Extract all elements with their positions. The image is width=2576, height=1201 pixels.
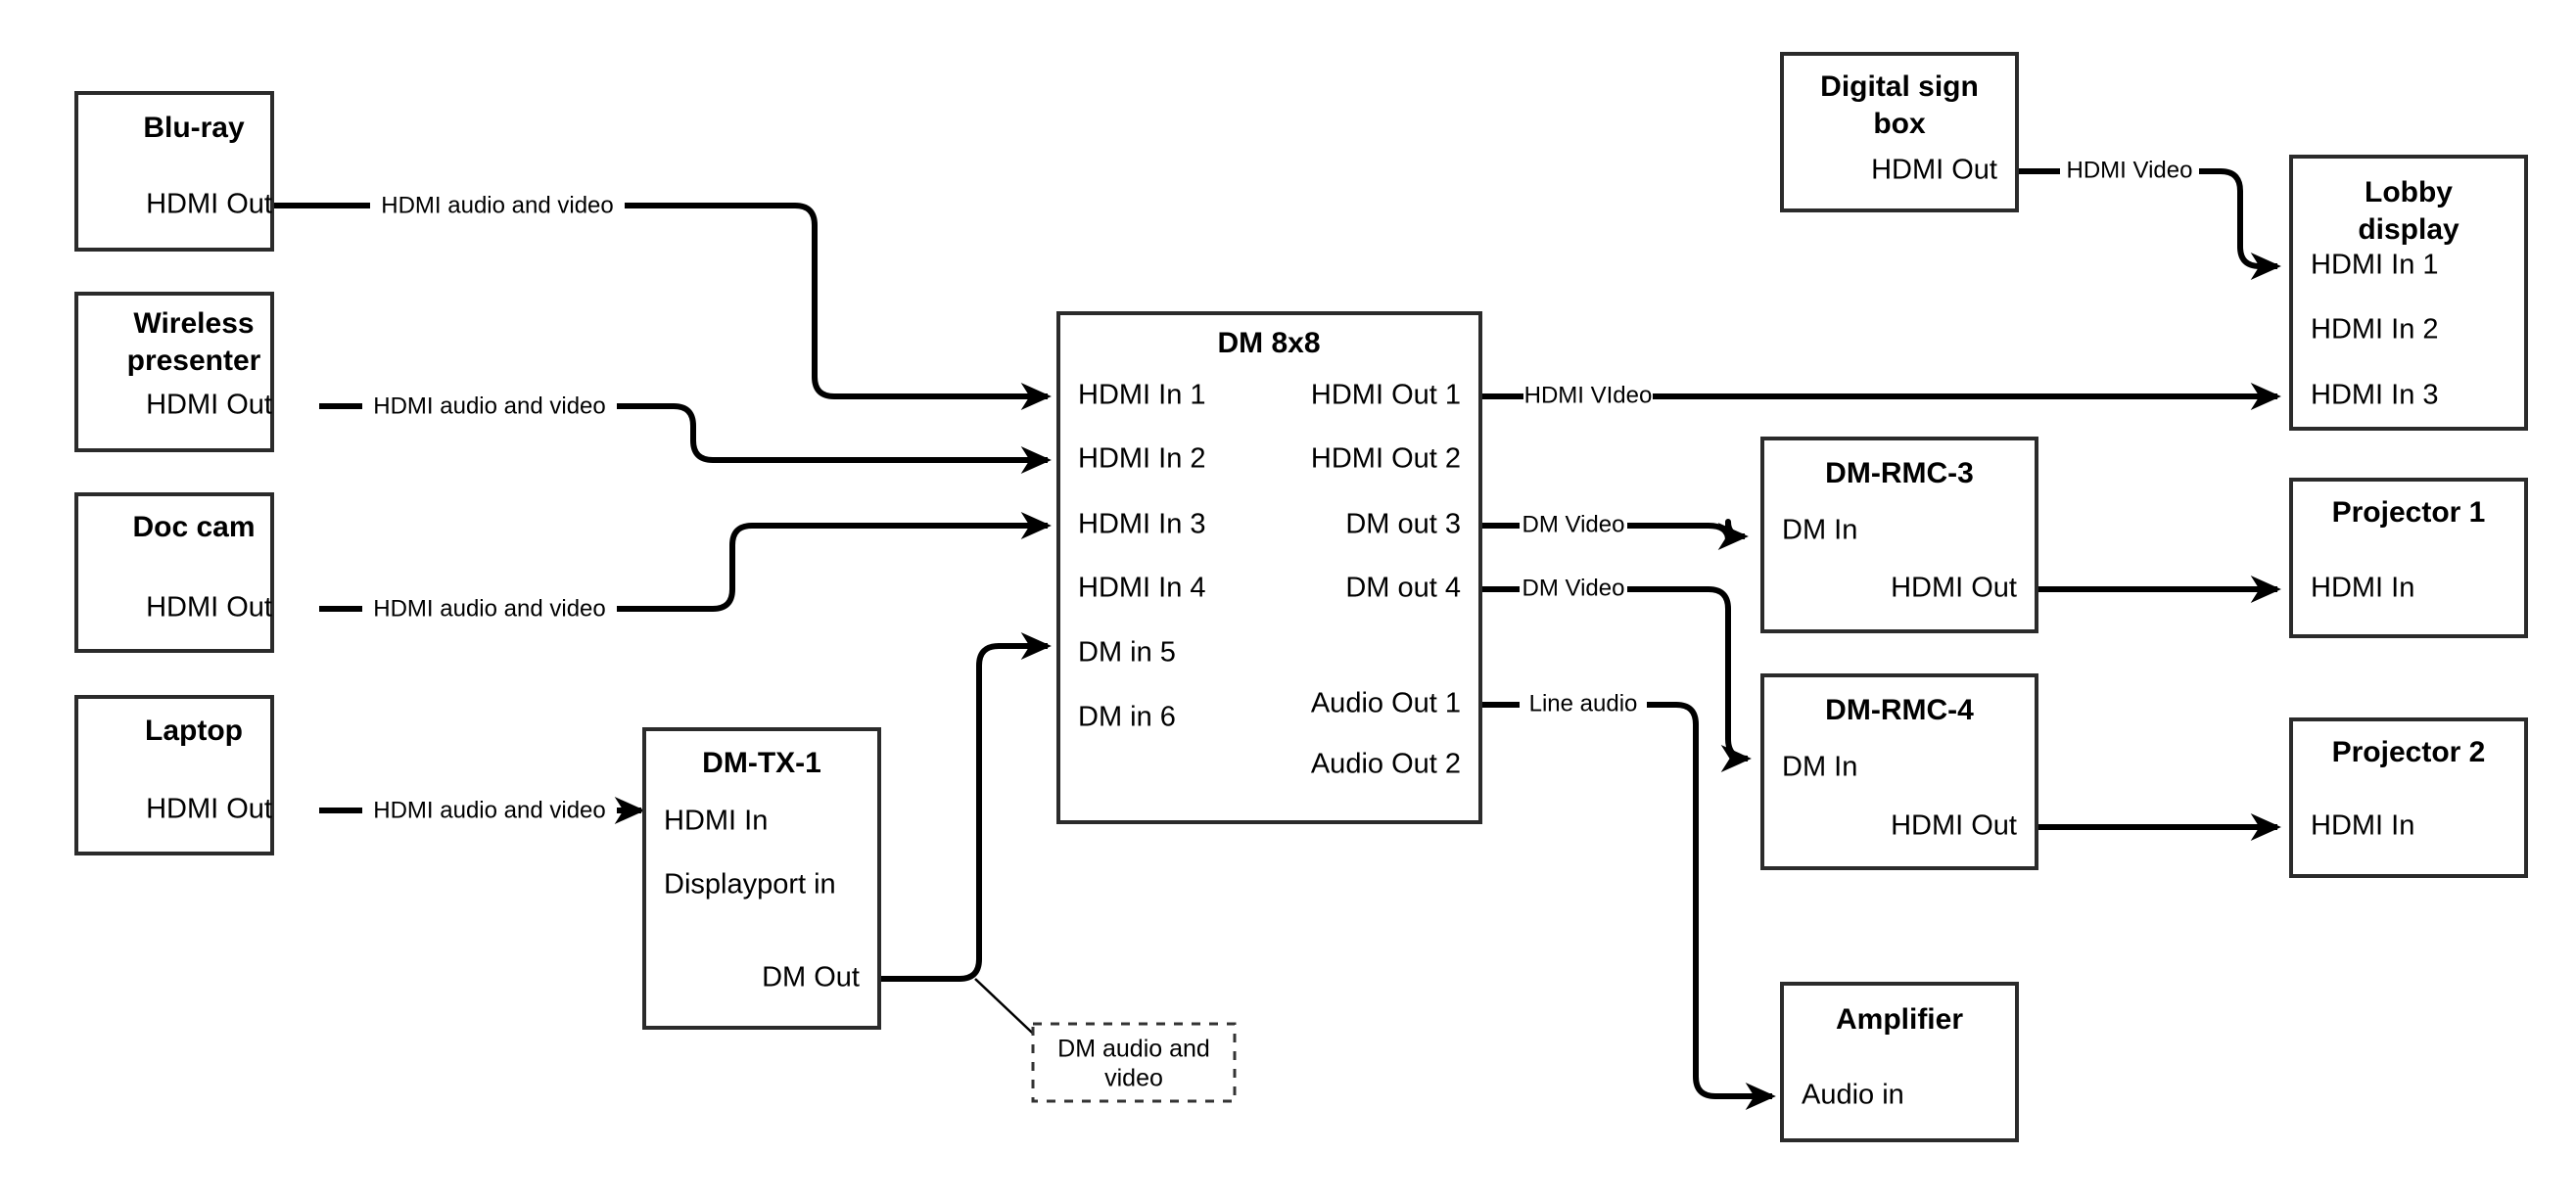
- edge-dm8x8-dmout4-to-rmc4: DM Video: [1480, 575, 1752, 773]
- node-doc-cam-port-hdmi-out: HDMI Out: [146, 592, 272, 624]
- node-bluray-port-hdmi-out: HDMI Out: [146, 189, 272, 220]
- node-dm-8x8-output-dm-out-4: DM out 4: [1345, 573, 1461, 604]
- note-dm-audio-and-video: DM audio and video: [1031, 1022, 1237, 1103]
- node-dm-8x8-input-dm-in-6: DM in 6: [1078, 702, 1176, 733]
- edge-wireless-to-dm8x8-hdmi-in-2: HDMI audio and video: [319, 393, 1052, 475]
- edge-laptop-to-dmtx1: HDMI audio and video: [319, 796, 645, 825]
- node-dm-8x8[interactable]: DM 8x8 HDMI In 1 HDMI In 2 HDMI In 3 HDM…: [1056, 311, 1482, 824]
- edge-label-hdmi-video-lobby: HDMI VIdeo: [1524, 382, 1653, 408]
- node-dm-8x8-output-audio-out-2: Audio Out 2: [1311, 749, 1461, 780]
- edge-label-dmvideo-4: DM Video: [1522, 575, 1625, 601]
- node-dm-8x8-output-audio-out-1: Audio Out 1: [1311, 688, 1461, 719]
- edge-dm8x8-audioout1-to-amplifier: Line audio: [1480, 690, 1776, 1111]
- node-dm-8x8-title: DM 8x8: [1217, 327, 1320, 359]
- edge-label-bluray: HDMI audio and video: [381, 192, 613, 218]
- node-lobby-display[interactable]: Lobby display HDMI In 1 HDMI In 2 HDMI I…: [2289, 155, 2528, 431]
- node-doc-cam-title: Doc cam: [132, 511, 255, 543]
- edge-dm8x8-dmout3-to-rmc3: DM Video: [1480, 511, 1749, 551]
- node-projector-2-title: Projector 2: [2332, 736, 2486, 768]
- node-digital-sign-box[interactable]: Digital sign box HDMI Out: [1780, 52, 2019, 212]
- node-dm-8x8-input-hdmi-in-2: HDMI In 2: [1078, 443, 1206, 475]
- node-wireless-presenter-title-line1: Wireless: [133, 307, 254, 340]
- node-doc-cam[interactable]: Doc cam HDMI Out: [74, 492, 274, 653]
- node-dm-rmc-3[interactable]: DM-RMC-3 DM In HDMI Out: [1760, 437, 2038, 633]
- node-dm-tx-1-port-dm-out: DM Out: [762, 962, 860, 993]
- edge-signbox-to-lobby-hdmi-in-1: HDMI Video: [2017, 157, 2281, 281]
- node-dm-8x8-output-hdmi-out-2: HDMI Out 2: [1311, 443, 1461, 475]
- node-lobby-display-title-line1: Lobby: [2365, 176, 2453, 208]
- node-laptop-port-hdmi-out: HDMI Out: [146, 794, 272, 825]
- node-dm-rmc-4-port-hdmi-out: HDMI Out: [1891, 810, 2017, 842]
- node-projector-2-box[interactable]: [2289, 717, 2528, 878]
- node-digital-sign-box-title-line2: box: [1873, 108, 1926, 140]
- node-dm-8x8-input-hdmi-in-1: HDMI In 1: [1078, 380, 1206, 411]
- node-lobby-display-title-line2: display: [2358, 213, 2459, 246]
- node-projector-1-box[interactable]: [2289, 478, 2528, 638]
- node-amplifier[interactable]: Amplifier Audio in: [1780, 982, 2019, 1142]
- edge-label-laptop: HDMI audio and video: [373, 797, 605, 823]
- node-lobby-display-input-hdmi-in-1: HDMI In 1: [2311, 250, 2439, 281]
- edge-label-dmvideo-3: DM Video: [1522, 511, 1625, 537]
- node-dm-rmc-3-port-dm-in: DM In: [1782, 515, 1857, 546]
- node-dm-rmc-4-title: DM-RMC-4: [1825, 694, 1974, 726]
- node-wireless-presenter-title-line2: presenter: [127, 345, 261, 377]
- note-dm-audio-and-video-box: [1031, 1022, 1237, 1103]
- node-dm-tx-1[interactable]: DM-TX-1 HDMI In Displayport in DM Out: [642, 727, 881, 1030]
- node-dm-8x8-box[interactable]: [1056, 311, 1482, 824]
- edge-bluray-to-dm8x8-hdmi-in-1: HDMI audio and video: [194, 192, 1052, 411]
- node-lobby-display-input-hdmi-in-2: HDMI In 2: [2311, 314, 2439, 346]
- edge-label-wireless: HDMI audio and video: [373, 393, 605, 419]
- node-dm-tx-1-port-displayport-in: Displayport in: [664, 869, 836, 901]
- node-wireless-presenter-box[interactable]: [74, 292, 274, 452]
- node-dm-rmc-4-box[interactable]: [1760, 673, 2038, 870]
- edge-dm8x8-hdmiout1-to-lobby-hdmi-in-3: HDMI VIdeo: [1480, 382, 2281, 411]
- edge-label-line-audio: Line audio: [1529, 690, 1638, 716]
- edge-label-hdmi-video-sign: HDMI Video: [2067, 157, 2193, 183]
- node-amplifier-port-audio-in: Audio in: [1802, 1080, 1904, 1111]
- node-dm-rmc-4[interactable]: DM-RMC-4 DM In HDMI Out: [1760, 673, 2038, 870]
- node-laptop-box[interactable]: [74, 695, 274, 855]
- node-doc-cam-box[interactable]: [74, 492, 274, 653]
- node-dm-rmc-3-port-hdmi-out: HDMI Out: [1891, 573, 2017, 604]
- node-dm-8x8-input-hdmi-in-4: HDMI In 4: [1078, 573, 1206, 604]
- note-dm-audio-and-video-line2: video: [1104, 1065, 1163, 1092]
- node-dm-rmc-3-title: DM-RMC-3: [1825, 457, 1974, 489]
- node-dm-tx-1-port-hdmi-in: HDMI In: [664, 806, 768, 837]
- node-projector-1-title: Projector 1: [2332, 496, 2486, 529]
- node-amplifier-title: Amplifier: [1836, 1003, 1963, 1036]
- node-bluray-box[interactable]: [74, 91, 274, 252]
- node-dm-8x8-input-hdmi-in-3: HDMI In 3: [1078, 509, 1206, 540]
- node-digital-sign-box-title-line1: Digital sign: [1820, 70, 1979, 103]
- node-dm-tx-1-title: DM-TX-1: [702, 747, 821, 779]
- note-dm-audio-and-video-line1: DM audio and: [1057, 1036, 1210, 1063]
- edge-label-doccam: HDMI audio and video: [373, 595, 605, 622]
- node-dm-8x8-output-dm-out-3: DM out 3: [1345, 509, 1461, 540]
- node-projector-1[interactable]: Projector 1 HDMI In: [2289, 478, 2528, 638]
- node-amplifier-box[interactable]: [1780, 982, 2019, 1142]
- node-lobby-display-box[interactable]: [2289, 155, 2528, 431]
- node-digital-sign-box-box[interactable]: [1780, 52, 2019, 212]
- node-laptop-title: Laptop: [145, 715, 243, 747]
- node-projector-2-port-hdmi-in: HDMI In: [2311, 810, 2414, 842]
- node-lobby-display-input-hdmi-in-3: HDMI In 3: [2311, 380, 2439, 411]
- node-bluray[interactable]: Blu-ray HDMI Out: [74, 91, 274, 252]
- node-dm-rmc-4-port-dm-in: DM In: [1782, 752, 1857, 783]
- node-wireless-presenter-port-hdmi-out: HDMI Out: [146, 390, 272, 421]
- node-dm-8x8-input-dm-in-5: DM in 5: [1078, 637, 1176, 669]
- node-projector-1-port-hdmi-in: HDMI In: [2311, 573, 2414, 604]
- node-bluray-title: Blu-ray: [143, 112, 245, 144]
- edge-doccam-to-dm8x8-hdmi-in-3: HDMI audio and video: [319, 511, 1052, 622]
- node-digital-sign-box-port-hdmi-out: HDMI Out: [1871, 155, 1997, 186]
- node-dm-tx-1-box[interactable]: [642, 727, 881, 1030]
- edge-dmtx1-to-dm8x8-dm-in-5: [879, 631, 1052, 1048]
- node-laptop[interactable]: Laptop HDMI Out: [74, 695, 274, 855]
- node-dm-8x8-output-hdmi-out-1: HDMI Out 1: [1311, 380, 1461, 411]
- node-projector-2[interactable]: Projector 2 HDMI In: [2289, 717, 2528, 878]
- node-dm-rmc-3-box[interactable]: [1760, 437, 2038, 633]
- node-wireless-presenter[interactable]: Wireless presenter HDMI Out: [74, 292, 274, 452]
